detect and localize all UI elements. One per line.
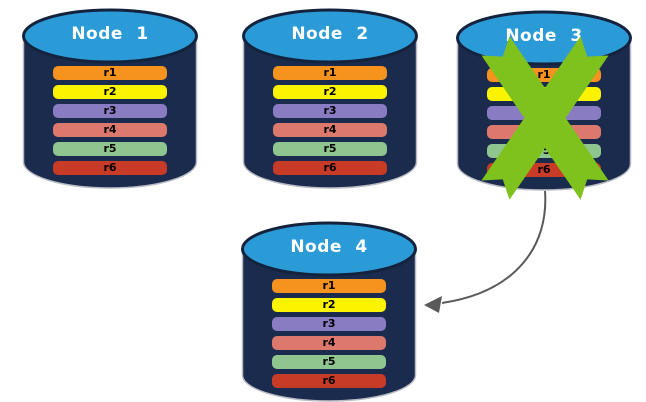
replica-bar-r6: r6 [53,161,167,175]
replica-bar-r3: r3 [272,317,386,331]
replica-bar-r6: r6 [273,161,387,175]
node-label: Node 4 [290,237,368,257]
node-label: Node 3 [505,26,583,46]
replica-bar-r4: r4 [272,336,386,350]
replica-bar-r5: r5 [487,144,601,158]
node-1: Node 1 r1 r2 r3 r4 r5 r6 [20,7,200,191]
replica-bar-r2: r2 [272,298,386,312]
replica-bar-r3: r3 [273,104,387,118]
replica-bar-r5: r5 [273,142,387,156]
replica-bar-r4: r4 [487,125,601,139]
node-label: Node 2 [291,24,369,44]
failover-arrowhead-icon [424,296,442,313]
replica-bar-r1: r1 [272,279,386,293]
replica-bar-r2: r2 [487,87,601,101]
replica-bar-r5: r5 [53,142,167,156]
replica-bar-r6: r6 [487,163,601,177]
replica-bar-r5: r5 [272,355,386,369]
replica-bar-r4: r4 [273,123,387,137]
replica-bar-r1: r1 [487,68,601,82]
replica-bar-r2: r2 [273,85,387,99]
replica-bar-r1: r1 [53,66,167,80]
replica-bar-r3: r3 [53,104,167,118]
cylinder-top [241,221,417,277]
replica-stack: r1 r2 r3 r4 r5 r6 [487,68,601,182]
failover-arrow [441,190,547,304]
replica-bar-r6: r6 [272,374,386,388]
replica-stack: r1 r2 r3 r4 r5 r6 [273,66,387,180]
cylinder-top [22,8,198,64]
replica-stack: r1 r2 r3 r4 r5 r6 [53,66,167,180]
replica-bar-r1: r1 [273,66,387,80]
node-2: Node 2 r1 r2 r3 r4 r5 r6 [240,7,420,191]
replica-bar-r4: r4 [53,123,167,137]
node-4: Node 4 r1 r2 r3 r4 r5 r6 [239,220,419,402]
replica-bar-r2: r2 [53,85,167,99]
replica-stack: r1 r2 r3 r4 r5 r6 [272,279,386,393]
node-3: Node 3 r1 r2 r3 r4 r5 r6 [454,9,634,193]
node-label: Node 1 [71,24,149,44]
replica-bar-r3: r3 [487,106,601,120]
cylinder-top [242,8,418,64]
